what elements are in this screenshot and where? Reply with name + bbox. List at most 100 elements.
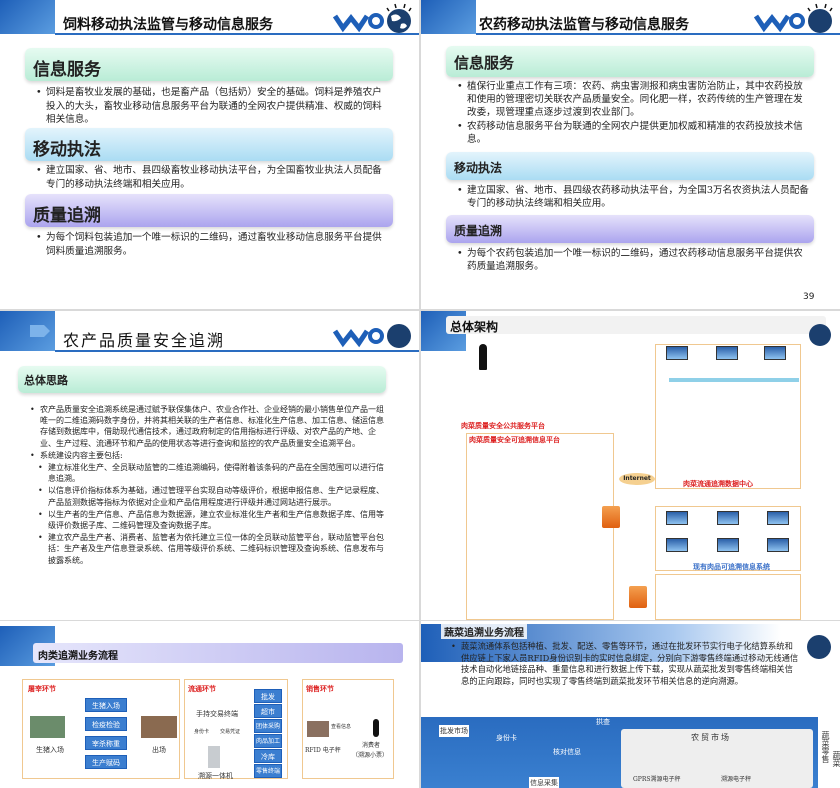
caption: （溯源小票） (352, 752, 389, 759)
gprs-scale-label: GPRS溯源电子秤 (633, 776, 681, 783)
caption: 生猪入场 (36, 746, 64, 754)
sub-bullet: 建立农产品生产者、消费者、监管者为依托建立三位一体的全员联动监管平台，联动监管平… (38, 532, 389, 566)
trace-platform-label: 肉菜质量安全可追溯信息平台 (469, 435, 560, 444)
internet-cloud: Internet (619, 473, 655, 485)
bullet: 植保行业重点工作有三项：农药、病虫害测报和病虫害防治防止，其中农药投放和使用的管… (457, 80, 810, 119)
trace-scale-label: 溯源电子秤 (721, 776, 752, 783)
computer-icon (716, 346, 738, 360)
header-block (421, 0, 476, 34)
slide-title: 蔬菜追溯业务流程 (441, 624, 527, 639)
bullet: 为每个农药包装追加一个唯一标识的二维码，通过农药移动信息服务平台提供农药质量追溯… (457, 247, 810, 273)
slide-title: 总体架构 (450, 320, 499, 334)
section-heading-quality-trace: 质量追溯 (446, 215, 814, 243)
outlet-box: 肉品加工 (254, 734, 282, 748)
outlet-box: 批发 (254, 689, 282, 703)
arrow-icon (30, 325, 50, 337)
step-box: 宰杀称重 (85, 736, 127, 750)
wo-logo-icon (332, 3, 412, 33)
caption: 消费者 (362, 742, 381, 749)
stage-label: 销售环节 (306, 684, 334, 693)
caption: 身份卡 (194, 729, 210, 735)
sub-bullet: 以生产者的生产信息、产品信息为数据源，建立农业标准化生产者和生产信息数据子库、信… (38, 509, 389, 531)
verify-label: 核对信息 (553, 748, 581, 756)
globe-icon (809, 324, 831, 346)
computer-icon (717, 511, 739, 525)
slide-feed[interactable]: 饲料移动执法监管与移动信息服务 信息服务 饲料是畜牧业发展的基础，也是畜产品（包… (0, 0, 419, 309)
firewall-icon (629, 586, 647, 608)
outlet-box: 超市 (254, 704, 282, 718)
bullet: 饲料是畜牧业发展的基础，也是畜产品（包括奶）安全的基础。饲料是养殖农户投入的大头… (36, 86, 389, 127)
firewall-icon (602, 506, 620, 528)
caption: 溯源一体机 (198, 772, 233, 780)
side-label: 蔬菜零售 (821, 731, 830, 763)
computer-icon (666, 538, 688, 552)
caption: 交易凭证 (220, 729, 241, 735)
globe-icon (807, 635, 831, 659)
bullet: 系统建设内容主要包括: (30, 450, 389, 461)
existing-system-label: 现有肉品可追溯信息系统 (693, 562, 770, 571)
slide-title: 农药移动执法监管与移动信息服务 (479, 17, 689, 33)
id-card-label: 身份卡 (496, 734, 517, 742)
agency-box (655, 574, 801, 620)
slide-architecture[interactable]: 总体架构 肉菜质量安全公共服务平台 肉菜质量安全可追溯信息平台 Internet… (421, 311, 840, 620)
section-heading-info-service: 信息服务 (25, 48, 393, 81)
section-heading-quality-trace: 质量追溯 (25, 194, 393, 227)
bullet: 农产品质量安全追溯系统是通过赋予联保集体户、农业合作社、企业经销的最小销售单位产… (30, 404, 389, 449)
wo-logo-icon (753, 3, 833, 33)
caption: 手持交易终端 (196, 710, 238, 718)
bullet: 为每个饲料包装追加一个唯一标识的二维码，通过畜牧业移动信息服务平台提供饲料质量追… (36, 231, 389, 258)
header-line (476, 33, 840, 35)
slide-title: 肉类追溯业务流程 (38, 651, 118, 662)
consumer-icon (373, 719, 379, 737)
flow-diagram: 批发市场 身份卡 信息采集 核对信息 拱查 农贸市场 GPRS溯源电子秤 溯源电… (421, 717, 818, 788)
outlet-box: 零售终端 (254, 764, 282, 778)
sub-bullet: 建立标准化生产、全员联动监管的二维追溯编码，使得附着该条码的产品在全国范围可以进… (38, 462, 389, 484)
trace-platform-box (466, 433, 614, 620)
caption: 出场 (152, 746, 166, 754)
header-block (0, 0, 55, 34)
step-box: 生猪入场 (85, 698, 127, 712)
bullet: 建立国家、省、地市、县四级农药移动执法平台，为全国3万名农资执法人员配备专门的移… (457, 184, 810, 210)
section-heading-overall-idea: 总体思路 (18, 366, 386, 393)
computer-icon (767, 511, 789, 525)
stage-label: 流通环节 (188, 684, 216, 693)
header-line (55, 350, 419, 352)
step-box: 检疫检验 (85, 717, 127, 731)
computer-icon (666, 346, 688, 360)
info-collect-label: 信息采集 (529, 777, 559, 788)
outlet-box: 团体采购 (254, 719, 282, 733)
slide-vegetable-trace[interactable]: 蔬菜追溯业务流程 蔬菜流通体系包括种植、批发、配送、零售等环节，通过在批发环节实… (421, 621, 840, 788)
slide-title: 饲料移动执法监管与移动信息服务 (63, 17, 273, 33)
computer-icon (767, 538, 789, 552)
slide-agri-trace[interactable]: 农产品质量安全追溯 总体思路 农产品质量安全追溯系统是通过赋予联保集体户、农业合… (0, 311, 419, 620)
section-heading-mobile-enforcement: 移动执法 (25, 128, 393, 161)
bullet: 建立国家、省、地市、县四级畜牧业移动执法平台，为全国畜牧业执法人员配备专门的移动… (36, 164, 389, 191)
section-heading-info-service: 信息服务 (446, 46, 814, 77)
person-icon (479, 344, 487, 370)
outlet-box: 冷库 (254, 749, 282, 763)
sub-bullet: 以信息评价指标体系为基础，通过管理平台实现自动等级评价，根据申报信息、生产记录程… (38, 485, 389, 507)
slide-title: 农产品质量安全追溯 (63, 331, 226, 350)
farm-market-label: 农贸市场 (691, 733, 731, 742)
bullet: 农药移动信息服务平台为联通的全网农户提供更加权威和精准的农药投放技术信息。 (457, 120, 810, 146)
header-line (55, 33, 419, 35)
step-box: 生产赋码 (85, 755, 127, 769)
header-block (0, 311, 55, 351)
bullet: 蔬菜流通体系包括种植、批发、配送、零售等环节，通过在批发环节实行电子化结算系统和… (451, 641, 800, 687)
wholesale-market-label: 批发市场 (439, 725, 469, 737)
section-heading-mobile-enforcement: 移动执法 (446, 152, 814, 180)
side-label: 蔬菜 (832, 751, 840, 767)
caption: RFID 电子秤 (305, 747, 341, 754)
stage-label: 屠宰环节 (28, 684, 56, 693)
data-center-label: 肉菜流通追溯数据中心 (683, 479, 753, 488)
public-platform-label: 肉菜质量安全公共服务平台 (461, 421, 545, 430)
computer-icon (717, 538, 739, 552)
data-center-box (655, 344, 801, 489)
computer-icon (666, 511, 688, 525)
computer-icon (764, 346, 786, 360)
caption: 查看信息 (331, 724, 352, 730)
slide-meat-trace[interactable]: 肉类追溯业务流程 屠宰环节 生猪入场 检疫检验 宰杀称重 生产赋码 生猪入场 出… (0, 621, 419, 788)
wo-logo-icon (332, 324, 411, 348)
slide-pesticide[interactable]: 农药移动执法监管与移动信息服务 信息服务 植保行业重点工作有三项：农药、病虫害测… (421, 0, 840, 309)
check-label: 拱查 (596, 718, 610, 726)
